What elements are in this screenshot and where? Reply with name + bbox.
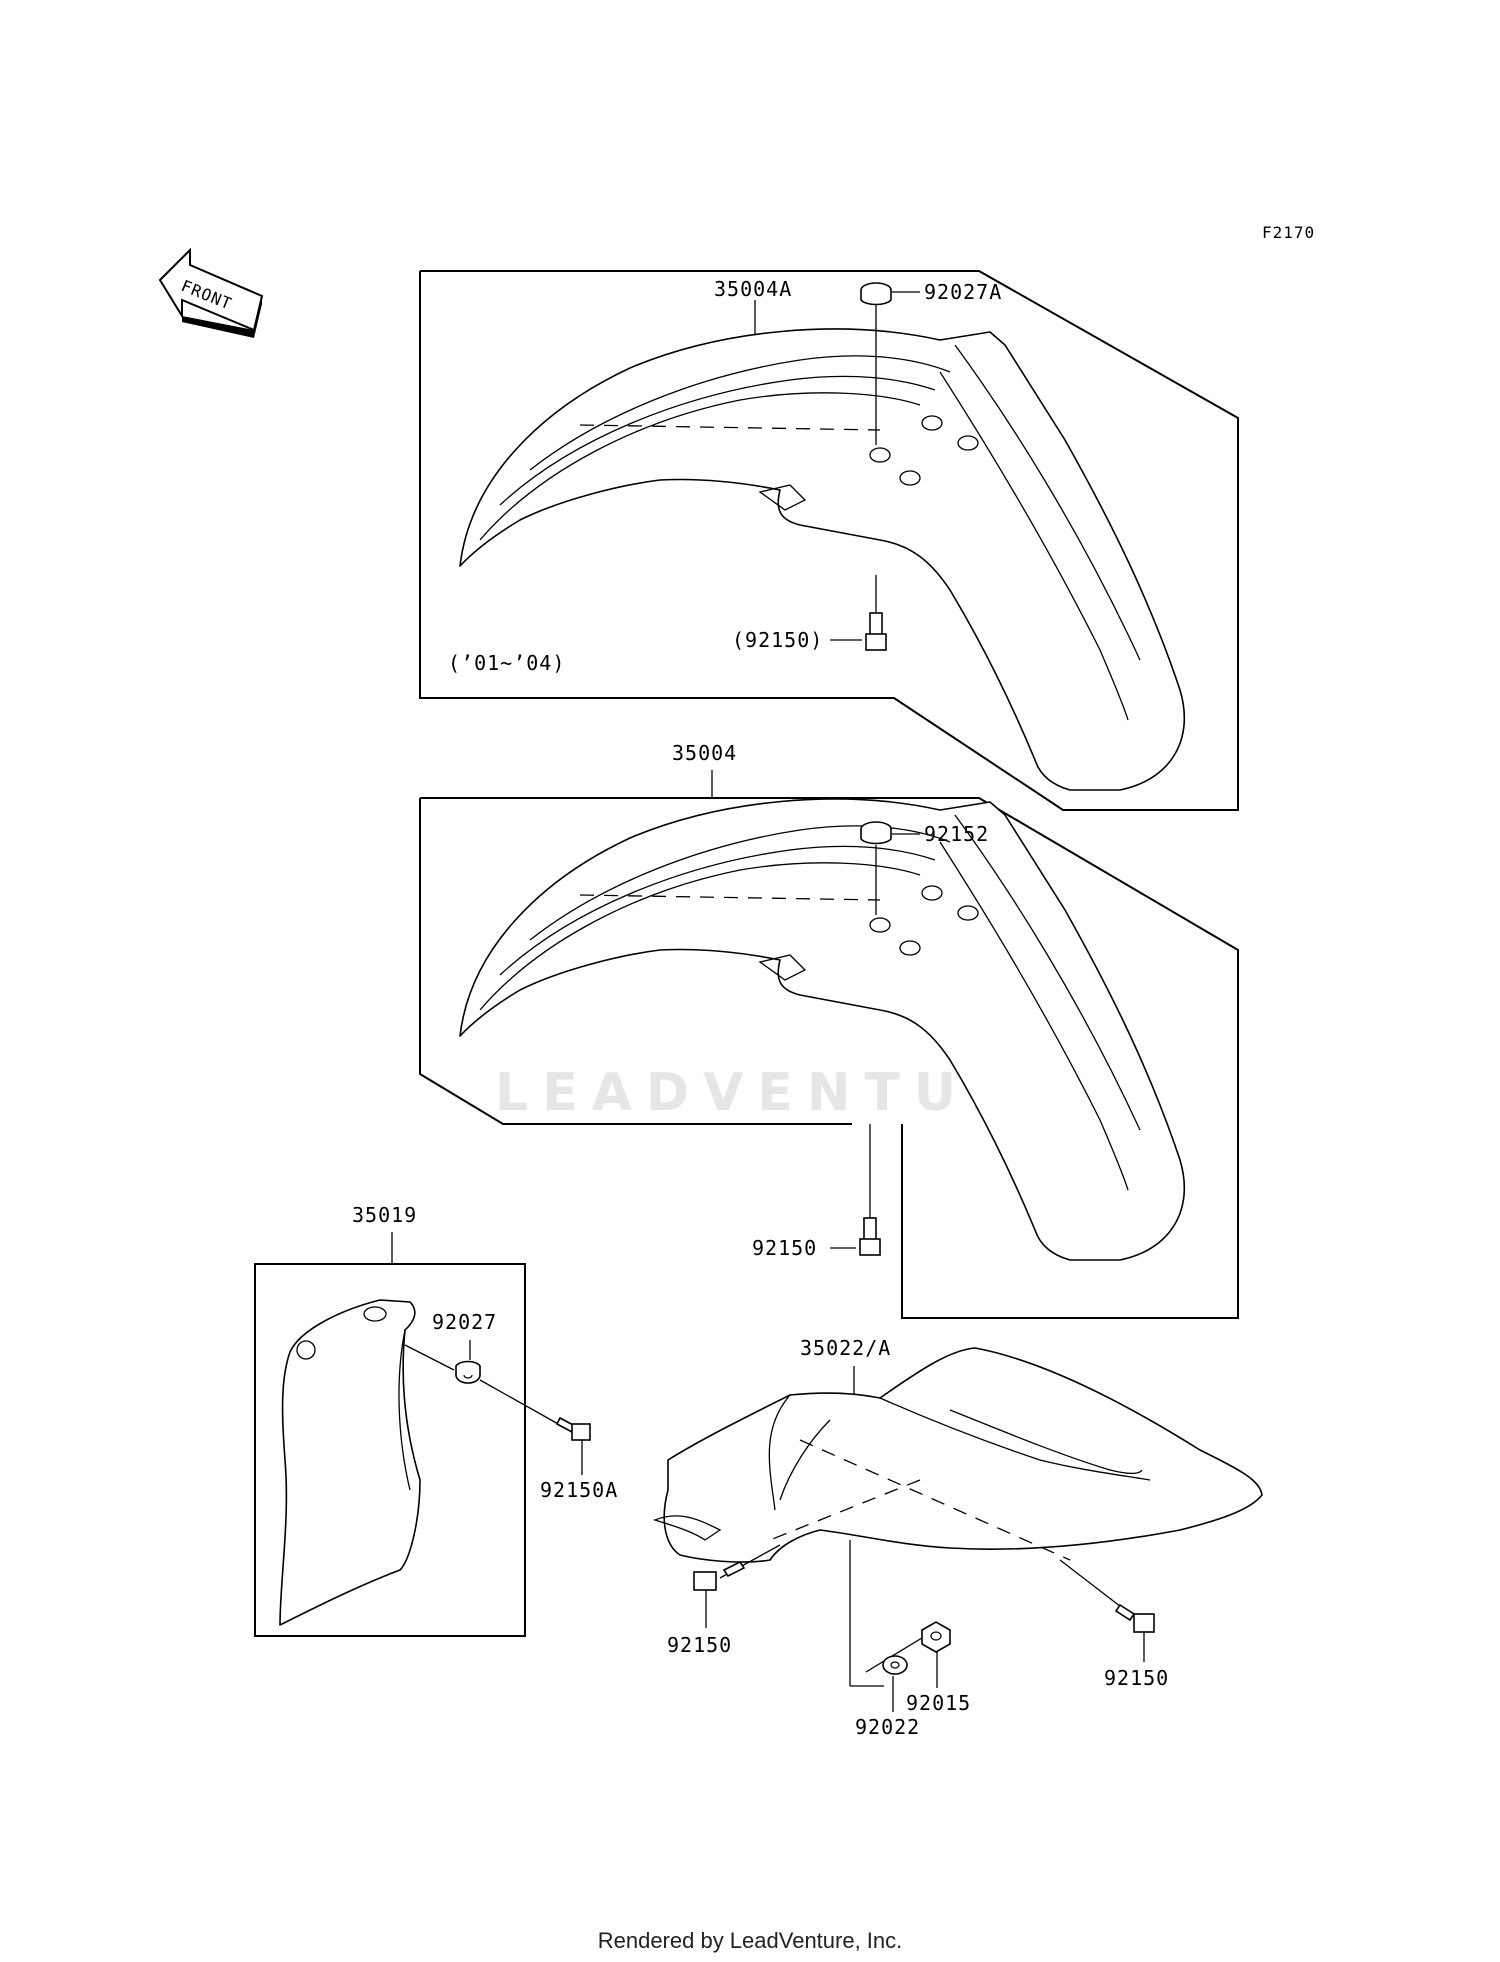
- bolt-92150-paren[interactable]: [865, 612, 887, 651]
- callout-92150-rear-left: 92150: [667, 1633, 732, 1657]
- year-range-label: (’01~’04): [448, 651, 565, 675]
- rear-fender[interactable]: [663, 1347, 1263, 1563]
- callout-92027a: 92027A: [924, 280, 1002, 304]
- bolt-92150a[interactable]: [555, 1416, 591, 1441]
- grommet-92027[interactable]: [455, 1360, 481, 1384]
- bolt-92150-rear-right[interactable]: [1114, 1603, 1155, 1633]
- callout-92015: 92015: [906, 1691, 971, 1715]
- callout-35022a: 35022/A: [800, 1336, 891, 1360]
- figure-code: F2170: [1262, 223, 1315, 242]
- front-arrow-icon: FRONT: [158, 247, 264, 338]
- callout-92027: 92027: [432, 1310, 497, 1334]
- callout-35004: 35004: [672, 741, 737, 765]
- guard-group: 35019 92027 92150A: [254, 1203, 618, 1637]
- callout-92150-front: 92150: [752, 1236, 817, 1260]
- callout-35019: 35019: [352, 1203, 417, 1227]
- rear-fender-group: 35022/A 92150 92150: [653, 1336, 1263, 1739]
- callout-35004a: 35004A: [714, 277, 792, 301]
- callout-92022: 92022: [855, 1715, 920, 1739]
- front-fender[interactable]: [459, 798, 1185, 1261]
- bolt-92150-front[interactable]: [859, 1217, 881, 1256]
- callout-92150-paren: (92150): [732, 628, 823, 652]
- grommet-92027a[interactable]: [860, 282, 892, 306]
- grommet-92152[interactable]: [860, 821, 892, 845]
- front-fender-a[interactable]: [459, 328, 1185, 791]
- callout-92150-rear-right: 92150: [1104, 1666, 1169, 1690]
- fender-a-group: 92027A 35004A (92150) (’01~’04): [419, 270, 1239, 811]
- washer-92022[interactable]: [882, 1655, 908, 1675]
- callout-92150a: 92150A: [540, 1478, 618, 1502]
- bolt-92150-rear-left[interactable]: [693, 1560, 746, 1591]
- nut-92015[interactable]: [921, 1621, 951, 1653]
- callout-92152: 92152: [924, 822, 989, 846]
- fender-group: 35004 92152 92150: [419, 741, 1239, 1319]
- fork-guard[interactable]: [279, 1299, 421, 1626]
- footer-credit: Rendered by LeadVenture, Inc.: [597, 1928, 903, 1953]
